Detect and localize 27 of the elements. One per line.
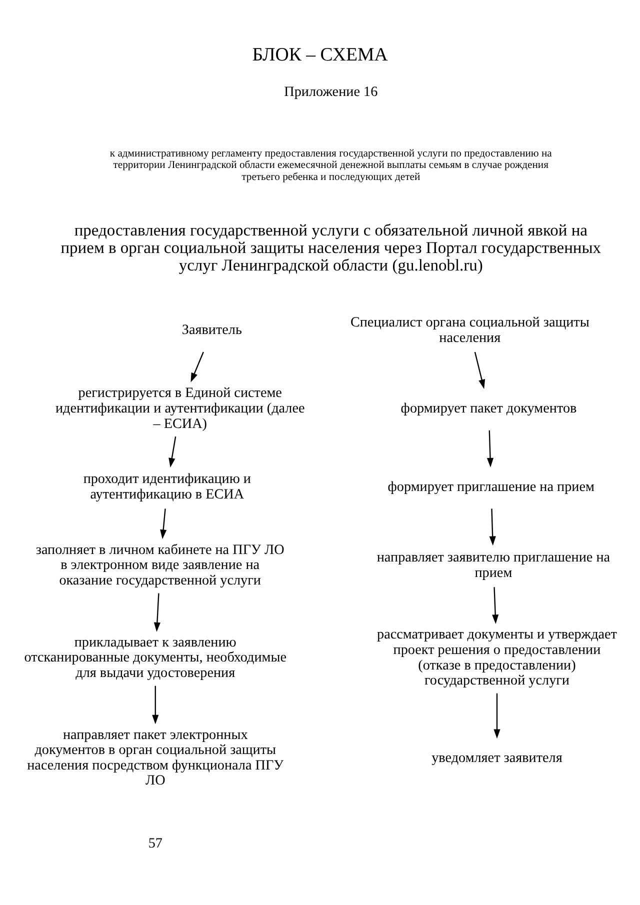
node-text: уведомляет заявителя	[432, 749, 562, 766]
arrow	[494, 692, 500, 738]
label: Приложение 16	[284, 84, 378, 100]
arrow	[168, 436, 176, 468]
diagram-title: БЛОК – СХЕМА	[252, 44, 388, 65]
arrow	[489, 508, 496, 546]
node-text: направляет заявителю приглашение на прием	[376, 548, 610, 580]
node-text: Специалист органа социальной защиты населения	[350, 314, 590, 346]
arrow	[190, 351, 204, 382]
node-text: проходит идентификацию и аутентификацию в ЕСИА	[83, 470, 251, 502]
arrow	[160, 508, 167, 539]
label: 57	[148, 835, 162, 852]
node-text: формирует приглашение на прием	[388, 478, 594, 494]
node-text: формирует пакет документов	[400, 400, 577, 416]
arrow	[492, 586, 499, 624]
label: к административному регламенту предоставления государственной услуги по предоставлению на территории Ленинградской области ежемесячной денежной выплаты семьям в случае рождения третьего ребенка и последующих детей	[110, 148, 552, 182]
node-text: направляет пакет электронных документов в орган социальной защиты населения посредством функционала ПГУ ЛО	[27, 726, 284, 788]
label: предоставления государственной услуги с обязательной личной явкой на прием в орган социальной защиты населения через Портал государственных услуг Ленинградской области (gu.lenobl.ru)	[60, 220, 602, 274]
node-text: заполняет в личном кабинете на ПГУ ЛО в электронном виде заявление на оказание государственной услуги	[36, 541, 284, 588]
node-text: регистрируется в Единой системе идентификации и аутентификации (далее – ЕСИА)	[55, 384, 305, 432]
arrow	[486, 430, 494, 467]
node-text: Заявитель	[182, 322, 242, 338]
node-text: прикладывает к заявлению отсканированные документы, необходимые для выдачи удостоверения	[24, 634, 287, 680]
arrow	[154, 592, 160, 632]
arrow	[474, 351, 486, 388]
node-text: рассматривает документы и утверждает проект решения о предоставлении (отказе в предоставлении) государственной услуги	[377, 626, 617, 688]
arrow	[152, 685, 159, 724]
